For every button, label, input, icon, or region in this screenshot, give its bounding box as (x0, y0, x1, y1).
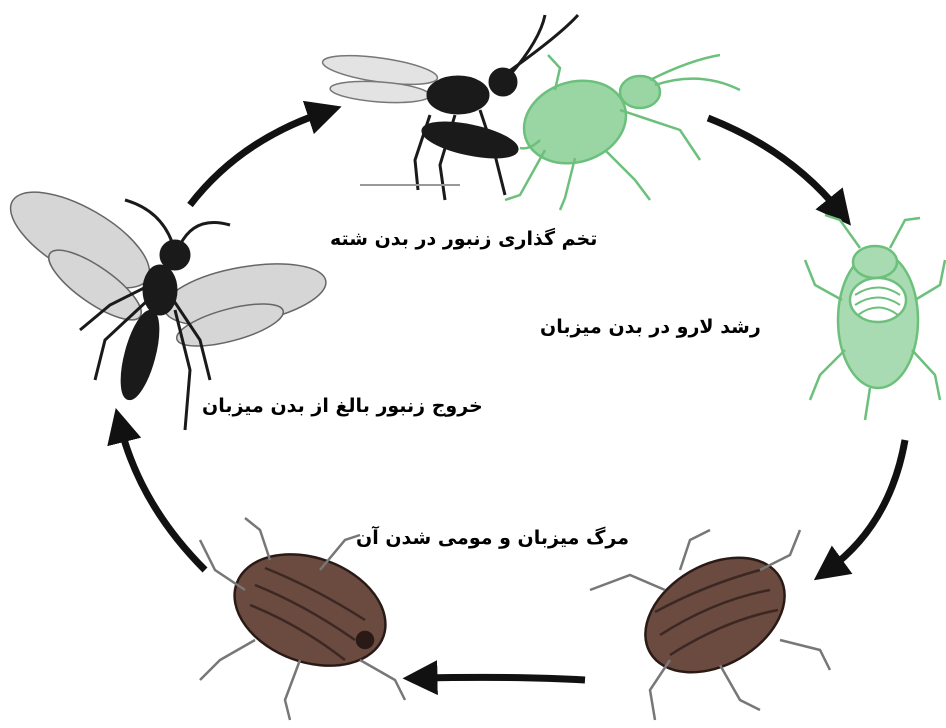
arrow-mummy-to-emergence (120, 425, 205, 570)
oviposition-illustration (321, 15, 740, 210)
arrow-mummy-to-mummy (420, 677, 585, 680)
mummy-aphid-icon (590, 530, 830, 720)
larva-in-host-illustration (805, 215, 945, 420)
mummified-aphid-right-illustration (590, 530, 830, 720)
arrow-larva-to-mummy (828, 440, 905, 570)
arrow-oviposition-to-larva (708, 118, 840, 212)
stage-label-mummification: مرگ میزبان و مومی شدن آن (356, 527, 629, 550)
stage-label-larva-growth: رشد لارو در بدن میزبان (540, 316, 761, 339)
host-aphid-with-larva-icon (805, 215, 945, 420)
stage-label-emergence: خروج زنبور بالغ از بدن میزبان (202, 395, 483, 418)
adult-wasp-illustration (0, 173, 331, 430)
arrow-emergence-to-oviposition (190, 112, 325, 205)
green-aphid-icon (505, 55, 740, 210)
stage-label-oviposition: تخم گذاری زنبور در بدن شته (330, 228, 597, 251)
wasp-wings-icon (321, 50, 439, 105)
